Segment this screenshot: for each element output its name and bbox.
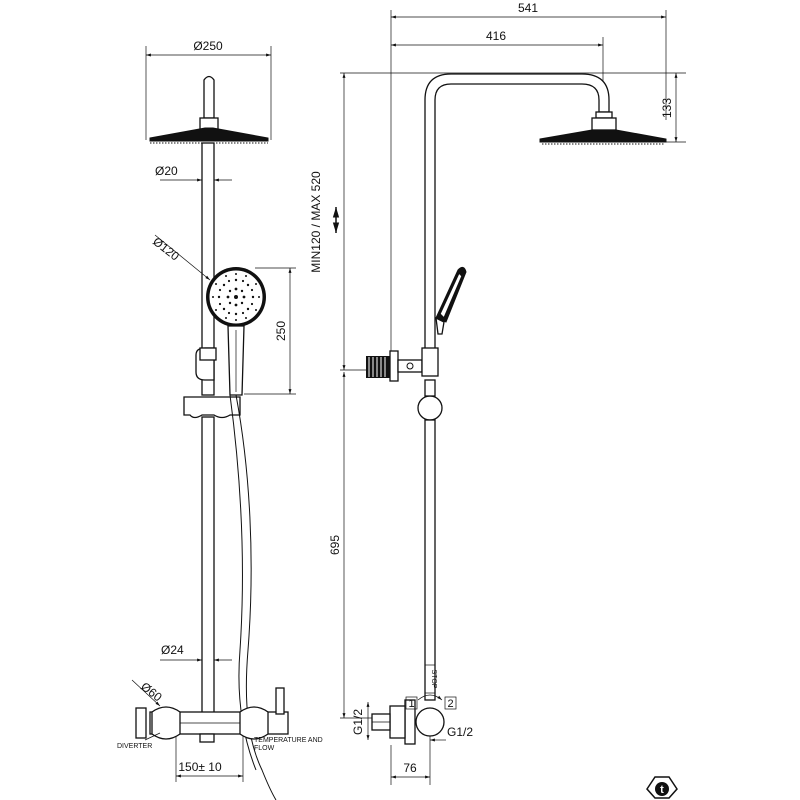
hand-shower-diameter-dimension: Ø120 — [150, 234, 211, 281]
upper-riser-pipe — [201, 142, 215, 396]
side-head-connector — [591, 117, 617, 131]
pipe-top-diameter-label: Ø20 — [155, 164, 178, 178]
hand-shower — [206, 267, 266, 396]
offset-label: 76 — [403, 761, 417, 775]
side-view: 541 416 133 MIN120 / MAX 520 — [309, 1, 686, 785]
front-view: Ø250 Ø20 Ø120 — [117, 39, 323, 800]
hand-shower-length-dimension: 250 — [244, 267, 296, 395]
thread-right-dimension: G1/2 — [430, 725, 473, 742]
thread-right-label: G1/2 — [447, 725, 473, 739]
overall-reach-label: 541 — [518, 1, 538, 15]
pipe-low-diameter-label: Ø24 — [161, 643, 184, 657]
head-reach-label: 416 — [486, 29, 506, 43]
lower-height-dimension: 695 — [328, 372, 372, 719]
thermostatic-mixer — [135, 687, 289, 743]
side-lower-riser — [424, 419, 436, 701]
side-head-nut — [595, 111, 613, 119]
diverter-label: DIVERTER — [117, 743, 152, 750]
offset-dimension: 76 — [390, 745, 431, 785]
lower-height-label: 695 — [328, 535, 342, 555]
pipe-top-dimension: Ø20 — [155, 164, 232, 182]
adjust-range-dimension: MIN120 / MAX 520 — [309, 73, 346, 370]
temperature-flow-label: TEMPERATURE AND FLOW — [254, 737, 323, 752]
thread-left-dimension: G1/2 — [351, 702, 370, 740]
side-mixer — [371, 699, 445, 760]
side-hand-shower — [435, 266, 467, 335]
stop-label: STOP — [430, 670, 437, 689]
head-diameter-dimension: Ø250 — [145, 39, 272, 140]
overhead-shower-head — [149, 127, 269, 142]
wall-bracket — [366, 347, 439, 382]
holder-clamp — [199, 347, 217, 361]
arm-height-label: 133 — [660, 98, 674, 118]
inlet-spacing-dimension: 150± 10 — [175, 736, 244, 782]
position-2-label: 2 — [447, 698, 453, 710]
thread-left-label: G1/2 — [351, 709, 365, 735]
lower-riser-pipe — [201, 416, 215, 718]
head-reach-dimension: 416 — [391, 29, 604, 110]
pipe-low-dimension: Ø24 — [160, 643, 232, 662]
side-shower-arm — [424, 73, 610, 361]
side-slider — [424, 379, 436, 397]
temperature-flow-label-box: TEMPERATURE AND FLOW — [254, 737, 323, 752]
diverter-leader — [144, 732, 161, 741]
brand-logo: t — [646, 776, 678, 799]
inlet-spacing-label: 150± 10 — [178, 760, 222, 774]
position-2-box — [444, 696, 457, 710]
adjust-range-label: MIN120 / MAX 520 — [309, 171, 323, 273]
brand-logo-letter: t — [660, 784, 664, 796]
side-overhead-shower-head — [539, 129, 667, 143]
stop-indicator: STOP — [417, 664, 443, 701]
hand-shower-length-label: 250 — [274, 321, 288, 341]
knob-diameter-dimension: Ø60 — [131, 679, 165, 707]
shower-hose — [235, 394, 277, 800]
slider-knob — [417, 395, 443, 421]
knob-diameter-label: Ø60 — [138, 679, 165, 704]
position-1-box — [405, 696, 418, 710]
hand-shower-diameter-label: Ø120 — [150, 234, 182, 263]
shower-arm-stub — [203, 75, 215, 119]
head-diameter-label: Ø250 — [193, 39, 223, 53]
position-1-label: 1 — [408, 698, 414, 710]
slider-bracket — [183, 396, 241, 419]
overall-reach-dimension: 541 — [390, 1, 667, 360]
